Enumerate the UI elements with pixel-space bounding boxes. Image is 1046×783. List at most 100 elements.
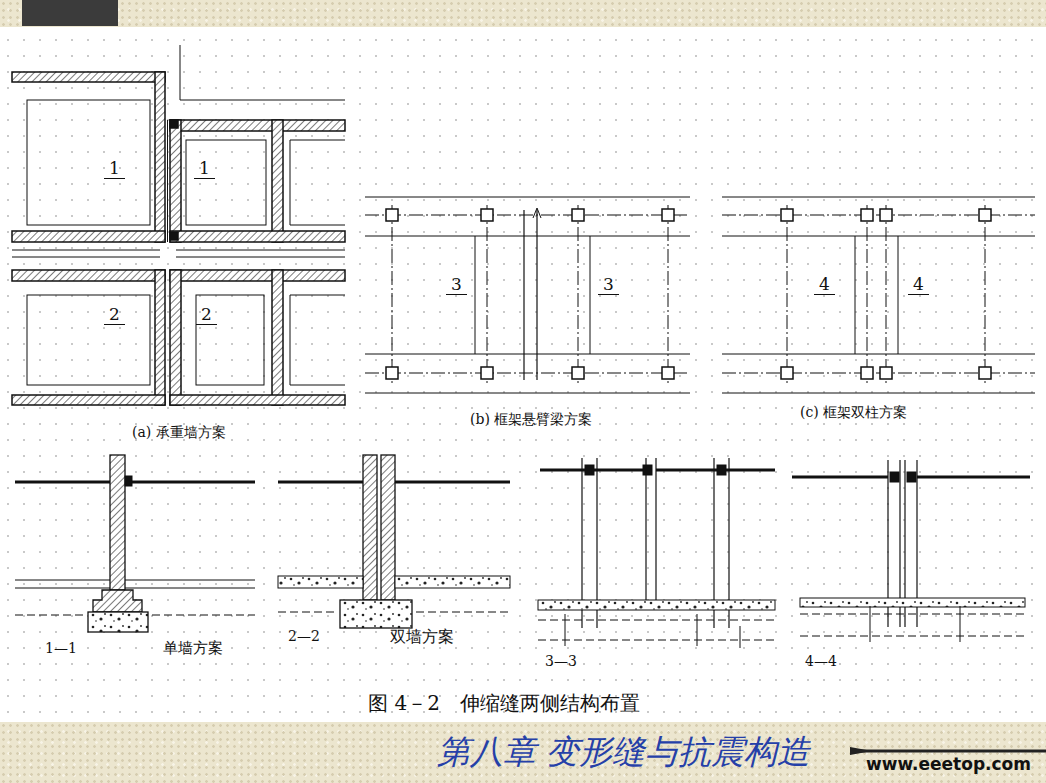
bearing-wall-plan-part [12,270,165,281]
cantilever-section-part [697,614,698,646]
chapter-title: 第八章 变形缝与抗震构造 [437,733,811,771]
double-column-section-part [917,476,1030,479]
section-mark: 4—4 [805,653,837,669]
bearing-wall-plan-part [155,72,165,242]
cantilever-plan-part [523,210,524,380]
double-column-plan-part [855,236,856,354]
scheme-name: 单墙方案 [163,640,223,657]
section-mark: 1—1 [45,640,77,656]
scheme-name: 双墙方案 [390,628,454,646]
cantilever-section-part [538,600,775,610]
double-column-plan-part-part [861,367,873,379]
cantilever-plan-part [533,208,541,218]
cantilever-plan-part [386,209,674,379]
cantilever-section [538,458,775,648]
footer-rule-part [850,747,872,755]
bearing-wall-plan-part [27,295,150,385]
figure-caption: 图 4－2 伸缩缝两侧结构布置 [368,692,640,715]
cantilever-plan-part [365,214,690,215]
room-number: 3 [598,276,619,295]
double-column-plan-part [787,205,788,383]
double-column-plan-part [722,197,1035,198]
double-wall-section-part [278,481,363,484]
bearing-wall-plan-part [170,120,181,242]
cantilever-plan-part [365,354,690,355]
bearing-wall-plan-part [167,120,168,242]
cantilever-section-part [740,626,741,648]
room-number: 2 [196,306,217,325]
single-wall-section-part [15,615,84,616]
double-column-plan-part [898,236,899,354]
cantilever-plan-part [365,236,690,237]
footer-rule-part [850,750,1046,753]
section-mark: 3—3 [545,653,577,669]
corner-block [22,0,118,26]
double-column-section-part [800,636,1025,637]
bearing-wall-plan-part [170,231,345,242]
bearing-wall-plan-part [272,270,283,405]
cantilever-plan-part-part [572,209,584,221]
bearing-wall-plan-part [12,231,165,242]
double-wall-section-part [395,481,510,484]
bearing-wall-plan-part [155,270,165,405]
cantilever-plan-part [578,205,579,383]
single-wall-section-part [125,588,255,589]
sub-caption: (b) 框架悬臂梁方案 [470,411,592,427]
cantilever-section-part [655,458,656,600]
double-column-section-part [960,606,961,642]
cantilever-plan-part [365,372,690,373]
double-column-plan-part [886,205,887,383]
footer-rule [850,747,1046,755]
cantilever-plan-part [392,205,393,383]
watermark: www.eeetop.com [866,755,1031,775]
cantilever-plan-part [590,236,591,354]
cantilever-plan-part-part [386,367,398,379]
bearing-wall-plan-part [170,120,178,128]
bearing-wall-plan-part [272,120,283,242]
single-wall-section-part [125,476,132,486]
double-wall-section-part [416,612,510,613]
cantilever-plan-part [365,393,690,394]
double-column-plan-part-part [861,209,873,221]
cantilever-section-part [717,465,726,475]
bearing-wall-plan-part [290,295,345,385]
bearing-wall-plan-part [176,250,345,251]
room-number: 2 [104,306,125,325]
single-wall-section-part [15,580,110,581]
cantilever-plan-part-part [481,209,493,221]
cantilever-plan-part-part [662,367,674,379]
double-wall-section-part [340,600,412,628]
double-column-plan-part-part [781,209,793,221]
single-wall-section-part [93,590,142,612]
double-column-plan-part-part [979,367,991,379]
bearing-wall-plan-part [170,395,345,405]
section-mark: 2—2 [288,628,320,644]
double-wall-section-part [278,612,336,613]
single-wall-section-part [152,615,255,616]
cantilever-section-part [538,620,775,621]
room-number: 3 [446,276,467,295]
single-wall-section [15,455,255,632]
cantilever-plan-part [475,236,476,354]
double-column-plan-part [722,393,1035,394]
single-wall-section-part [15,481,110,484]
double-column-section-part [800,598,1025,607]
double-column-section-part [907,472,916,482]
bearing-wall-plan-part [176,257,345,258]
bearing-wall-plan-part [12,257,160,258]
cantilever-plan-part [487,205,488,383]
cantilever-plan-part-part [386,209,398,221]
double-column-section-part [792,476,888,479]
single-wall-section-part [110,455,125,590]
double-wall-section-part [363,455,377,600]
bearing-wall-plan-part [186,140,266,225]
bearing-wall-plan-part [27,100,150,225]
cantilever-section-part [585,465,594,475]
double-wall-section-part [395,576,510,588]
bearing-wall-plan-part [170,270,181,405]
room-number: 4 [908,276,929,295]
cantilever-section-part [565,614,566,646]
double-column-section-part [890,472,899,482]
